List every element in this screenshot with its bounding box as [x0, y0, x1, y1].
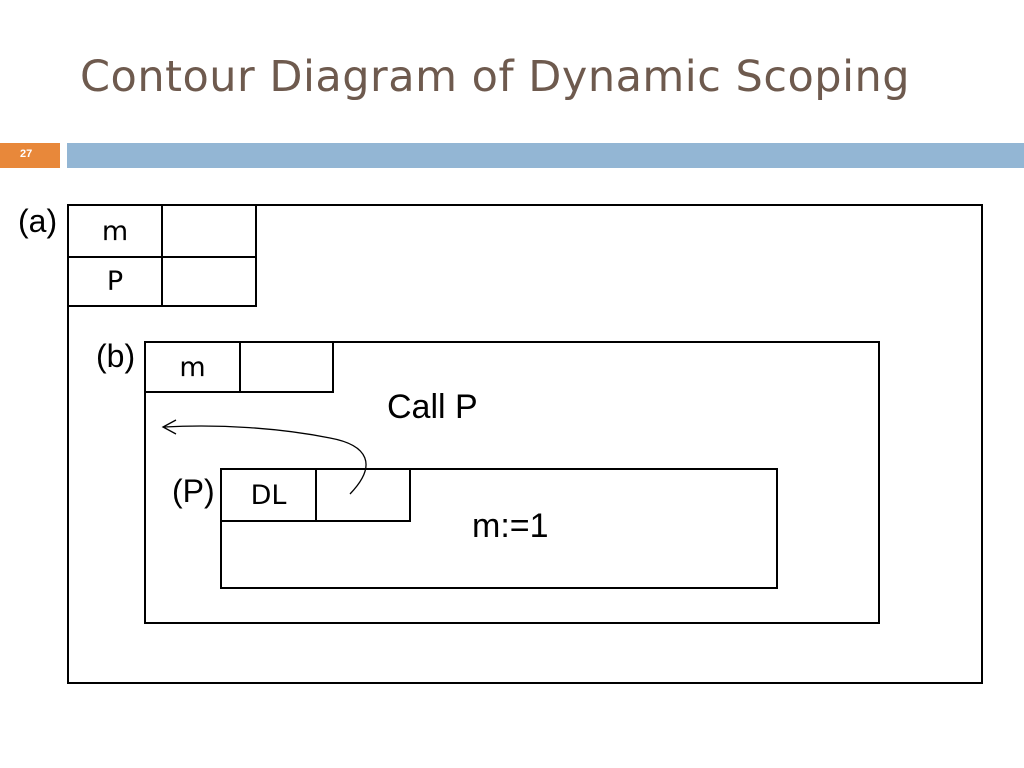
contour-a-value-cell-m: [161, 204, 257, 258]
contour-p-name-cell-dl: DL: [220, 468, 317, 522]
slide-number-badge: 27: [0, 143, 60, 168]
slide-number: 27: [20, 148, 33, 160]
slide-title: Contour Diagram of Dynamic Scoping: [80, 52, 911, 102]
contour-p-statement: m:=1: [472, 507, 549, 545]
contour-p-label: (P): [172, 473, 215, 509]
contour-a-name-cell-m: m: [67, 204, 163, 258]
contour-b-statement: Call P: [387, 388, 478, 426]
title-rule: [67, 143, 1024, 168]
contour-b-box: [144, 341, 880, 624]
contour-b-label: (b): [96, 338, 136, 374]
contour-a-label: (a): [18, 203, 58, 239]
contour-a-box: [67, 204, 983, 684]
contour-b-name-cell-m: m: [144, 341, 241, 393]
contour-a-name-cell-p: P: [67, 256, 163, 307]
contour-a-value-cell-p: [161, 256, 257, 307]
contour-p-value-cell-dl: [315, 468, 411, 522]
contour-p-box: [220, 468, 778, 589]
contour-b-value-cell-m: [239, 341, 334, 393]
